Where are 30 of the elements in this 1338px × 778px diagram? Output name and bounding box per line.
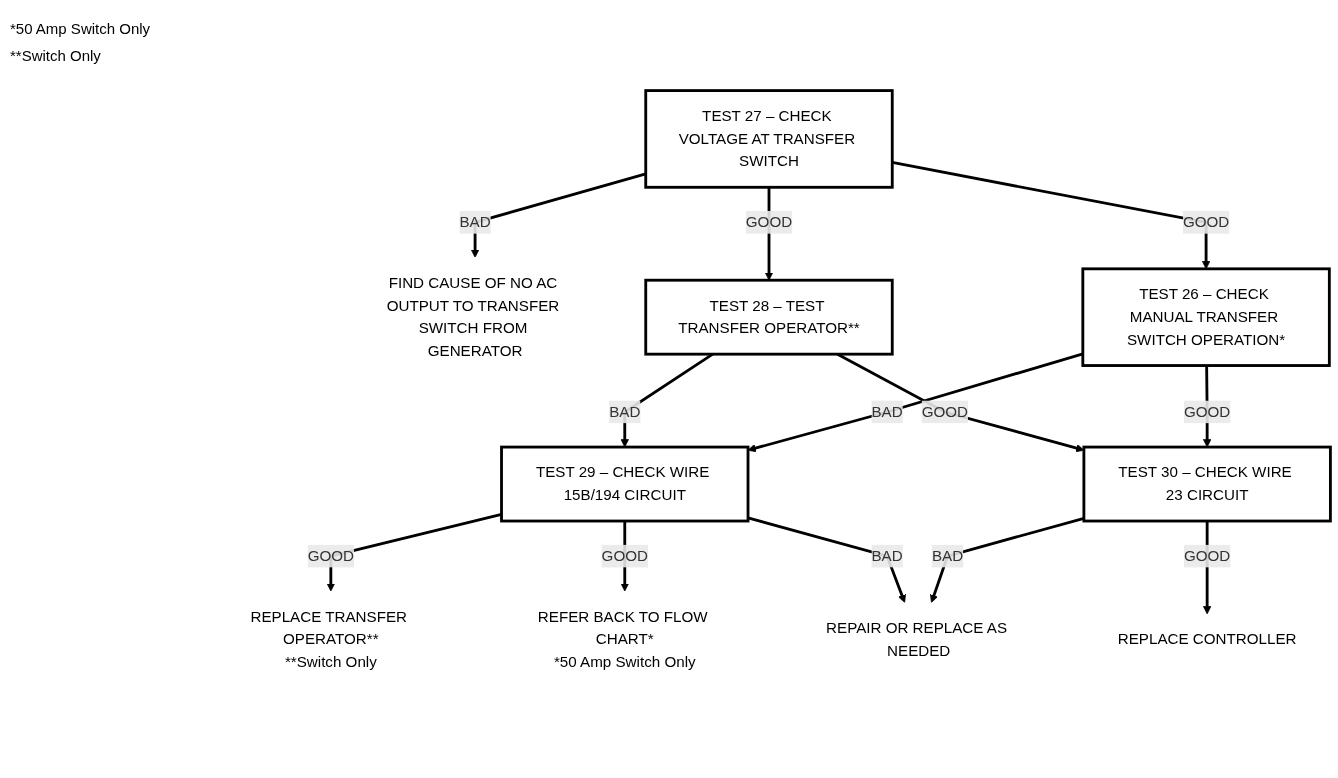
node-box: TEST 29 – CHECK WIRE 15B/194 CIRCUIT	[500, 445, 750, 523]
edge-label: BAD	[871, 547, 903, 564]
arrow	[747, 352, 1084, 452]
edge-label: GOOD	[1182, 213, 1230, 230]
node-label: *50 Amp Switch Only	[553, 653, 696, 670]
edge-label: BAD	[459, 213, 491, 230]
edge-label: BAD	[931, 547, 964, 564]
edge-label: GOOD	[745, 213, 793, 230]
node-box: TEST 27 – CHECK VOLTAGE AT TRANSFER SWITCH	[644, 88, 894, 189]
node-text: REPAIR OR REPLACE AS NEEDED	[826, 619, 1008, 659]
node-label: **Switch Only	[284, 653, 377, 670]
node-box: TEST 26 – CHECK MANUAL TRANSFER SWITCH OPERATION*	[1081, 267, 1331, 367]
node-text: FIND CAUSE OF NO AC OUTPUT TO TRANSFER SWITCH FROM GENERATOR	[386, 274, 560, 359]
node-text: REFER BACK TO FLOW CHART*	[537, 608, 708, 647]
edge-label: GOOD	[307, 547, 355, 564]
edge-label: GOOD	[1183, 403, 1231, 420]
arrow	[930, 516, 1085, 603]
note-text: *50 Amp Switch Only	[10, 20, 152, 37]
arrow	[747, 516, 906, 603]
edge-label: GOOD	[601, 547, 648, 564]
edge-label: BAD	[871, 403, 903, 420]
note-text: **Switch Only	[10, 47, 102, 64]
edge-label: GOOD	[1183, 547, 1231, 564]
node-text: REPLACE TRANSFER OPERATOR**	[250, 608, 407, 647]
edge-label: GOOD	[921, 403, 968, 420]
arrow	[892, 160, 1211, 269]
node-box: TEST 28 – TEST TRANSFER OPERATOR**	[644, 278, 894, 356]
node-text: REPLACE CONTROLLER	[1117, 630, 1297, 647]
edge-label: BAD	[609, 403, 641, 420]
node-box: TEST 30 – CHECK WIRE 23 CIRCUIT	[1082, 445, 1332, 523]
